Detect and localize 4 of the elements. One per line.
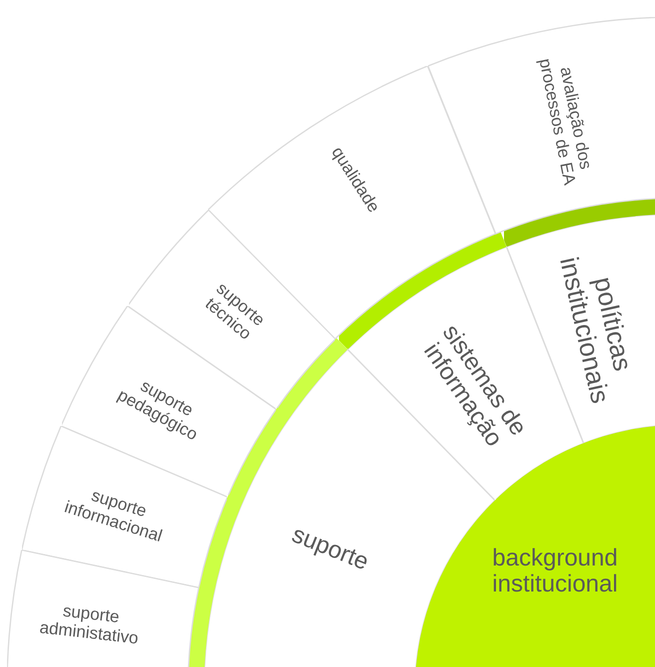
center-label: background institucional <box>491 546 619 598</box>
segment-label: suporte administativo <box>37 600 140 650</box>
segment-label: avaliação dos processos de EA <box>535 56 597 188</box>
segment-label: suporte <box>288 520 374 578</box>
